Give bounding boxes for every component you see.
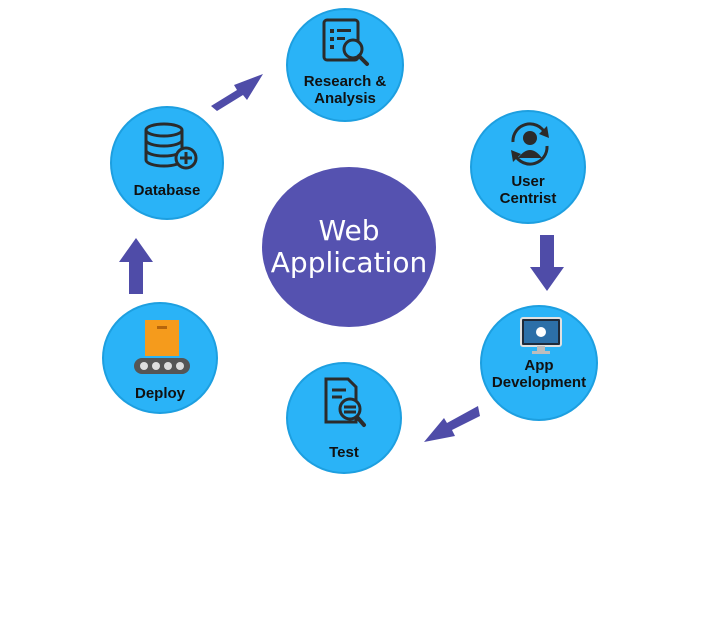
arrow-app-to-test <box>424 406 480 442</box>
center-line1: Web <box>318 214 380 247</box>
test-label: Test <box>329 444 359 461</box>
node-test: Test <box>286 362 402 474</box>
database-label: Database <box>133 182 201 199</box>
node-user-centrist: User Centrist <box>470 110 586 224</box>
research-label-line1: Research & <box>303 73 387 90</box>
monitor-apple-icon <box>520 317 562 354</box>
node-deploy: Deploy <box>102 302 218 414</box>
document-search-icon <box>322 18 369 66</box>
arrow-deploy-to-database <box>119 238 153 294</box>
node-research-analysis: Research & Analysis <box>286 8 404 122</box>
arrow-database-to-research <box>211 74 263 111</box>
user-label-line2: Centrist <box>499 190 557 207</box>
node-app-development: App Development <box>480 305 598 421</box>
arrow-user-to-app <box>530 235 564 291</box>
user-sync-icon <box>511 122 549 166</box>
database-add-icon <box>144 122 198 170</box>
conveyor-box-icon <box>134 320 190 374</box>
app-label-line1: App <box>524 357 554 374</box>
node-database: Database <box>110 106 224 220</box>
document-magnifier-icon <box>324 377 366 427</box>
user-label-line1: User <box>511 173 545 190</box>
app-label-line2: Development <box>491 374 587 391</box>
center-line2: Application <box>270 246 428 279</box>
center-web-application: Web Application <box>262 167 436 327</box>
research-label-line2: Analysis <box>314 90 376 107</box>
deploy-label: Deploy <box>134 385 185 402</box>
